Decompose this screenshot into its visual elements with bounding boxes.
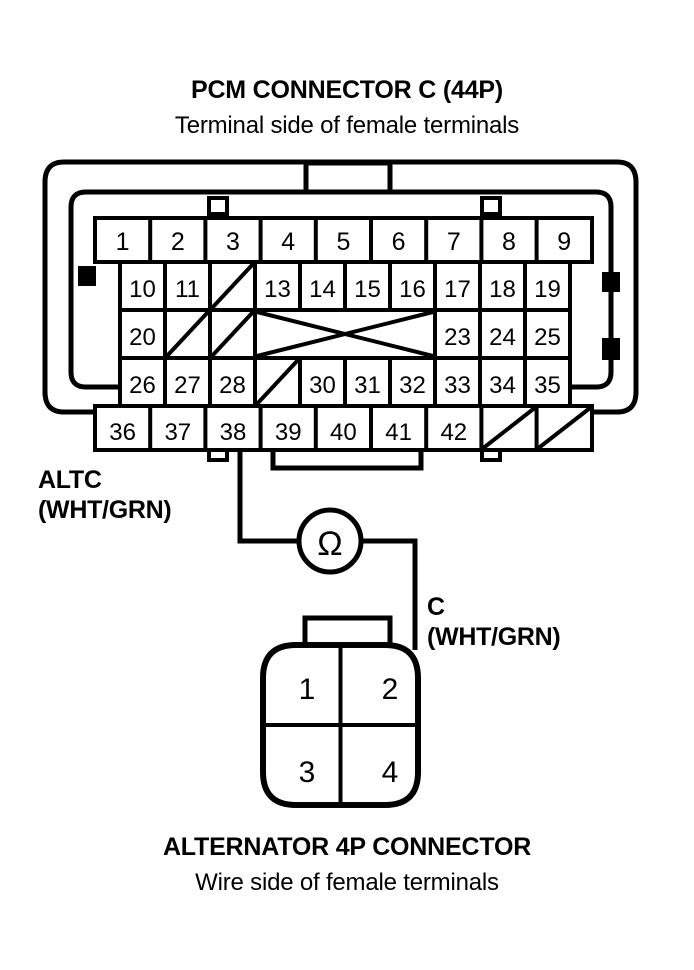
row-3-frame bbox=[118, 308, 572, 360]
terminal-5: 5 bbox=[336, 228, 350, 256]
terminal-19: 19 bbox=[534, 276, 561, 303]
blank-cell-21-slash bbox=[165, 310, 210, 358]
ohm-icon: Ω bbox=[317, 525, 342, 563]
terminal-40: 40 bbox=[330, 419, 357, 446]
locator-tab-top-left bbox=[207, 196, 229, 216]
wire-c-path bbox=[361, 538, 418, 650]
lock-tab-left bbox=[78, 266, 96, 286]
terminal-20: 20 bbox=[129, 324, 156, 351]
pcm-terminal-row-4: 26 27 28 30 31 32 33 34 35 bbox=[118, 356, 572, 408]
pcm-terminal-row-1: 1 2 3 4 5 6 7 8 9 bbox=[93, 216, 594, 264]
ohmmeter-symbol: Ω bbox=[296, 507, 364, 575]
terminal-13: 13 bbox=[264, 276, 291, 303]
housing-top-notch bbox=[303, 160, 393, 195]
blank-cell-43-slash bbox=[482, 406, 536, 450]
terminal-2: 2 bbox=[171, 228, 185, 256]
terminal-28: 28 bbox=[219, 372, 246, 399]
terminal-18: 18 bbox=[489, 276, 516, 303]
alternator-pin-3: 3 bbox=[299, 756, 316, 789]
terminal-7: 7 bbox=[447, 228, 461, 256]
terminal-38: 38 bbox=[220, 419, 247, 446]
terminal-3: 3 bbox=[226, 228, 240, 256]
terminal-10: 10 bbox=[129, 276, 156, 303]
terminal-35: 35 bbox=[534, 372, 561, 399]
terminal-34: 34 bbox=[489, 372, 516, 399]
wire-meter-to-alternator bbox=[361, 538, 418, 650]
wire-altc-path bbox=[237, 452, 297, 544]
terminal-39: 39 bbox=[275, 419, 302, 446]
terminal-8: 8 bbox=[502, 228, 516, 256]
row-1-frame bbox=[93, 216, 594, 264]
altc-wire-name-label: ALTC bbox=[38, 466, 102, 494]
terminal-23: 23 bbox=[444, 324, 471, 351]
terminal-17: 17 bbox=[444, 276, 471, 303]
terminal-41: 41 bbox=[385, 419, 412, 446]
c-wire-color-label: (WHT/GRN) bbox=[427, 623, 560, 651]
terminal-30: 30 bbox=[309, 372, 336, 399]
alternator-connector-tab bbox=[302, 615, 393, 648]
blank-cell-22-slash bbox=[210, 310, 255, 358]
terminal-33: 33 bbox=[444, 372, 471, 399]
alternator-pin-4: 4 bbox=[382, 756, 399, 789]
alternator-4p-connector: 1 2 3 4 bbox=[260, 615, 421, 808]
terminal-15: 15 bbox=[354, 276, 381, 303]
terminal-36: 36 bbox=[109, 419, 136, 446]
blank-cell-29-slash bbox=[255, 358, 300, 406]
alternator-pin-2: 2 bbox=[382, 673, 399, 706]
terminal-16: 16 bbox=[399, 276, 426, 303]
terminal-24: 24 bbox=[489, 324, 516, 351]
wire-altc-to-meter bbox=[237, 452, 297, 544]
lock-tab-right-upper bbox=[602, 272, 620, 292]
alternator-pin-1: 1 bbox=[299, 673, 316, 706]
terminal-26: 26 bbox=[129, 372, 156, 399]
terminal-4: 4 bbox=[281, 228, 295, 256]
altc-wire-color-label: (WHT/GRN) bbox=[38, 496, 171, 524]
housing-inner-outline bbox=[68, 189, 614, 390]
pcm-terminal-row-2: 10 11 13 14 15 16 17 18 19 bbox=[118, 260, 572, 312]
pcm-connector-subtitle: Terminal side of female terminals bbox=[175, 112, 519, 139]
blank-cell-12-slash bbox=[210, 262, 255, 310]
terminal-9: 9 bbox=[557, 228, 571, 256]
pcm-terminal-row-3: 20 23 24 25 bbox=[118, 308, 572, 360]
blank-span-cross-b bbox=[256, 310, 434, 358]
terminal-1: 1 bbox=[116, 228, 130, 256]
pcm-connector-title: PCM CONNECTOR C (44P) bbox=[191, 76, 503, 104]
terminal-31: 31 bbox=[354, 372, 381, 399]
terminal-42: 42 bbox=[440, 419, 467, 446]
terminal-11: 11 bbox=[175, 276, 200, 303]
pcm-terminal-row-5: 36 37 38 39 40 41 42 bbox=[93, 404, 594, 452]
alternator-connector-title: ALTERNATOR 4P CONNECTOR bbox=[163, 833, 531, 861]
alternator-connector-subtitle: Wire side of female terminals bbox=[195, 869, 499, 896]
blank-cell-44-slash bbox=[537, 406, 592, 450]
terminal-27: 27 bbox=[174, 372, 201, 399]
terminal-37: 37 bbox=[164, 419, 191, 446]
c-wire-name-label: C bbox=[427, 593, 445, 621]
locator-tab-top-right bbox=[480, 196, 502, 216]
terminal-25: 25 bbox=[534, 324, 561, 351]
housing-outer-outline bbox=[42, 159, 639, 415]
terminal-6: 6 bbox=[392, 228, 406, 256]
lock-tab-right-lower bbox=[602, 338, 620, 360]
terminal-32: 32 bbox=[399, 372, 426, 399]
terminal-14: 14 bbox=[309, 276, 336, 303]
